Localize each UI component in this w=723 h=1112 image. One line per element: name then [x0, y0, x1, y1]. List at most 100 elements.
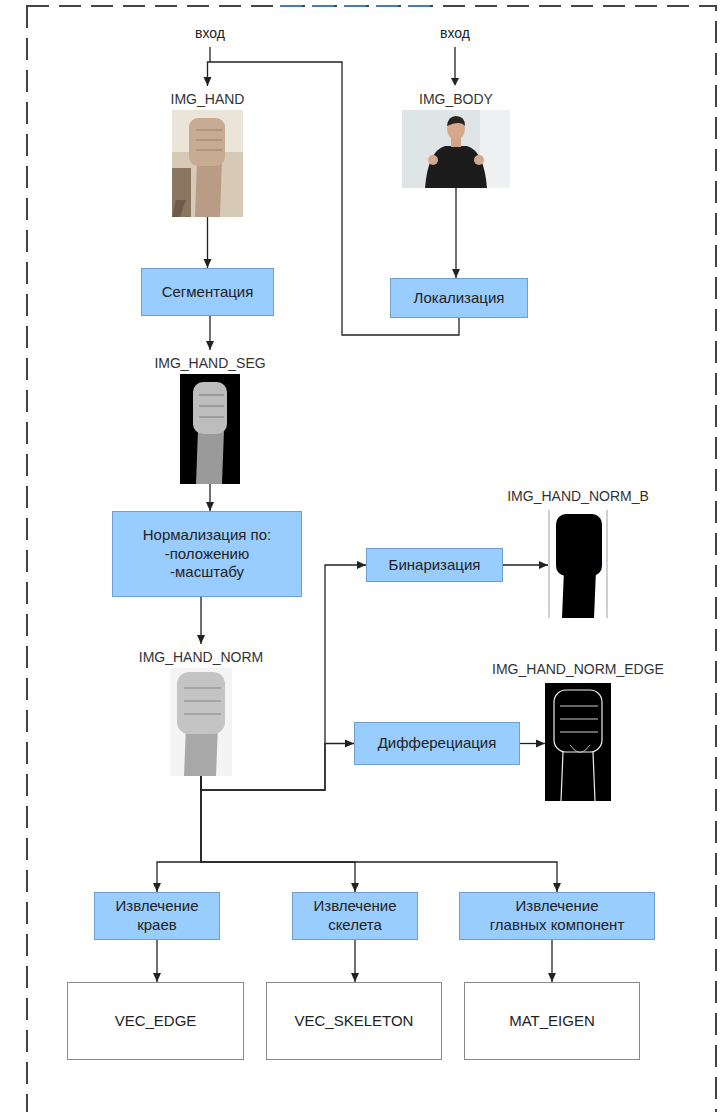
image-node: IMG_HAND: [163, 86, 253, 217]
finger-line: [199, 406, 224, 407]
connector: [351, 940, 359, 982]
hand-photo-arm: [195, 160, 222, 217]
input-label: вход: [440, 24, 470, 42]
connector: [503, 561, 548, 569]
arrowhead: [452, 269, 460, 278]
connector: [204, 217, 212, 268]
edge-line: [560, 732, 598, 733]
arrowhead: [153, 883, 161, 892]
segmented-fist: [193, 382, 227, 434]
edge-arm: [561, 752, 595, 801]
hand-photo-fist: [189, 118, 225, 166]
finger-line: [196, 140, 222, 141]
arrowhead: [548, 973, 556, 982]
box-text: Бинаризация: [389, 556, 481, 575]
arrowhead: [357, 561, 366, 569]
box-text: Локализация: [414, 289, 505, 308]
process-box: Нормализация по: -положению -масштабу: [112, 511, 302, 597]
connector: [153, 940, 161, 982]
body-photo: [402, 110, 510, 188]
box-text: Извлечение главных компонент: [489, 897, 626, 935]
image-node: IMG_HAND_SEG: [146, 350, 274, 484]
frame-accent: [280, 5, 440, 7]
arrowhead: [204, 77, 212, 86]
body-photo-torso: [425, 146, 487, 188]
binary-image: [548, 510, 608, 618]
hand-photo-chair: [172, 168, 191, 217]
process-box: Локализация: [390, 278, 528, 318]
connector: [206, 484, 214, 511]
hand-photo-chair: [172, 200, 186, 217]
process-box: Дифферециация: [354, 722, 520, 765]
connector: [520, 740, 545, 748]
connector: [201, 776, 359, 892]
box-text: Сегментация: [162, 283, 254, 302]
edge-image: [545, 683, 611, 801]
connector: [153, 776, 201, 892]
process-box: Бинаризация: [366, 548, 503, 582]
box-text: VEC_SKELETON: [295, 1012, 414, 1031]
finger-line: [184, 688, 221, 689]
finger-line: [196, 150, 222, 151]
image-node: IMG_HAND_NORM: [131, 644, 272, 776]
normalized-fist: [177, 672, 225, 734]
binary-border: [607, 510, 608, 618]
finger-line: [199, 395, 224, 396]
connector-line: [201, 565, 366, 790]
binary-fist: [556, 514, 602, 576]
connector: [452, 188, 460, 278]
image-label: IMG_BODY: [398, 90, 514, 108]
box-text: VEC_EDGE: [115, 1012, 197, 1031]
image-label: IMG_HAND_NORM_B: [507, 487, 649, 505]
arrowhead: [553, 883, 561, 892]
connector: [197, 597, 205, 644]
arrowhead: [536, 740, 545, 748]
arrowhead: [197, 635, 205, 644]
input-arrowhead: [451, 78, 459, 86]
arrowhead: [153, 973, 161, 982]
arrowhead: [345, 740, 354, 748]
connector-line: [455, 188, 456, 278]
body-photo-hair: [447, 116, 465, 126]
segmented-arm: [196, 430, 224, 484]
image-label: IMG_HAND: [163, 90, 253, 108]
connector-line: [157, 776, 201, 892]
connector-line: [201, 744, 354, 791]
output-box: MAT_EIGEN: [464, 982, 640, 1060]
connector-line: [201, 776, 557, 892]
finger-line: [184, 714, 221, 715]
body-photo-hand: [474, 155, 484, 165]
binary-arm: [562, 570, 596, 618]
input-label: вход: [195, 24, 225, 42]
process-box: Извлечение главных компонент: [459, 892, 655, 940]
hand-photo: [172, 110, 243, 217]
connector: [201, 740, 354, 791]
image-label: IMG_HAND_SEG: [146, 354, 274, 372]
box-text: Дифферециация: [378, 734, 497, 753]
input-line: [454, 47, 455, 78]
arrowhead: [351, 883, 359, 892]
image-label: IMG_HAND_NORM: [131, 648, 272, 666]
image-node: IMG_BODY: [398, 86, 514, 188]
box-text: Извлечение скелета: [312, 897, 398, 935]
normalized-image: [170, 668, 232, 776]
image-node: IMG_HAND_NORM_EDGE: [545, 683, 611, 801]
finger-line: [184, 701, 221, 702]
connector: [206, 316, 214, 350]
arrowhead: [539, 561, 548, 569]
edge-line: [560, 706, 598, 707]
arrowhead: [351, 973, 359, 982]
dashed-frame: [27, 6, 716, 1112]
finger-line: [199, 417, 224, 418]
binary-border: [549, 510, 550, 618]
segmented-image: [180, 374, 240, 484]
arrowhead: [206, 341, 214, 350]
process-box: Извлечение скелета: [292, 892, 418, 940]
connector: [548, 940, 556, 982]
arrowhead: [206, 502, 214, 511]
box-text: Нормализация по: -положению -масштабу: [142, 526, 273, 582]
process-box: Сегментация: [141, 268, 274, 316]
